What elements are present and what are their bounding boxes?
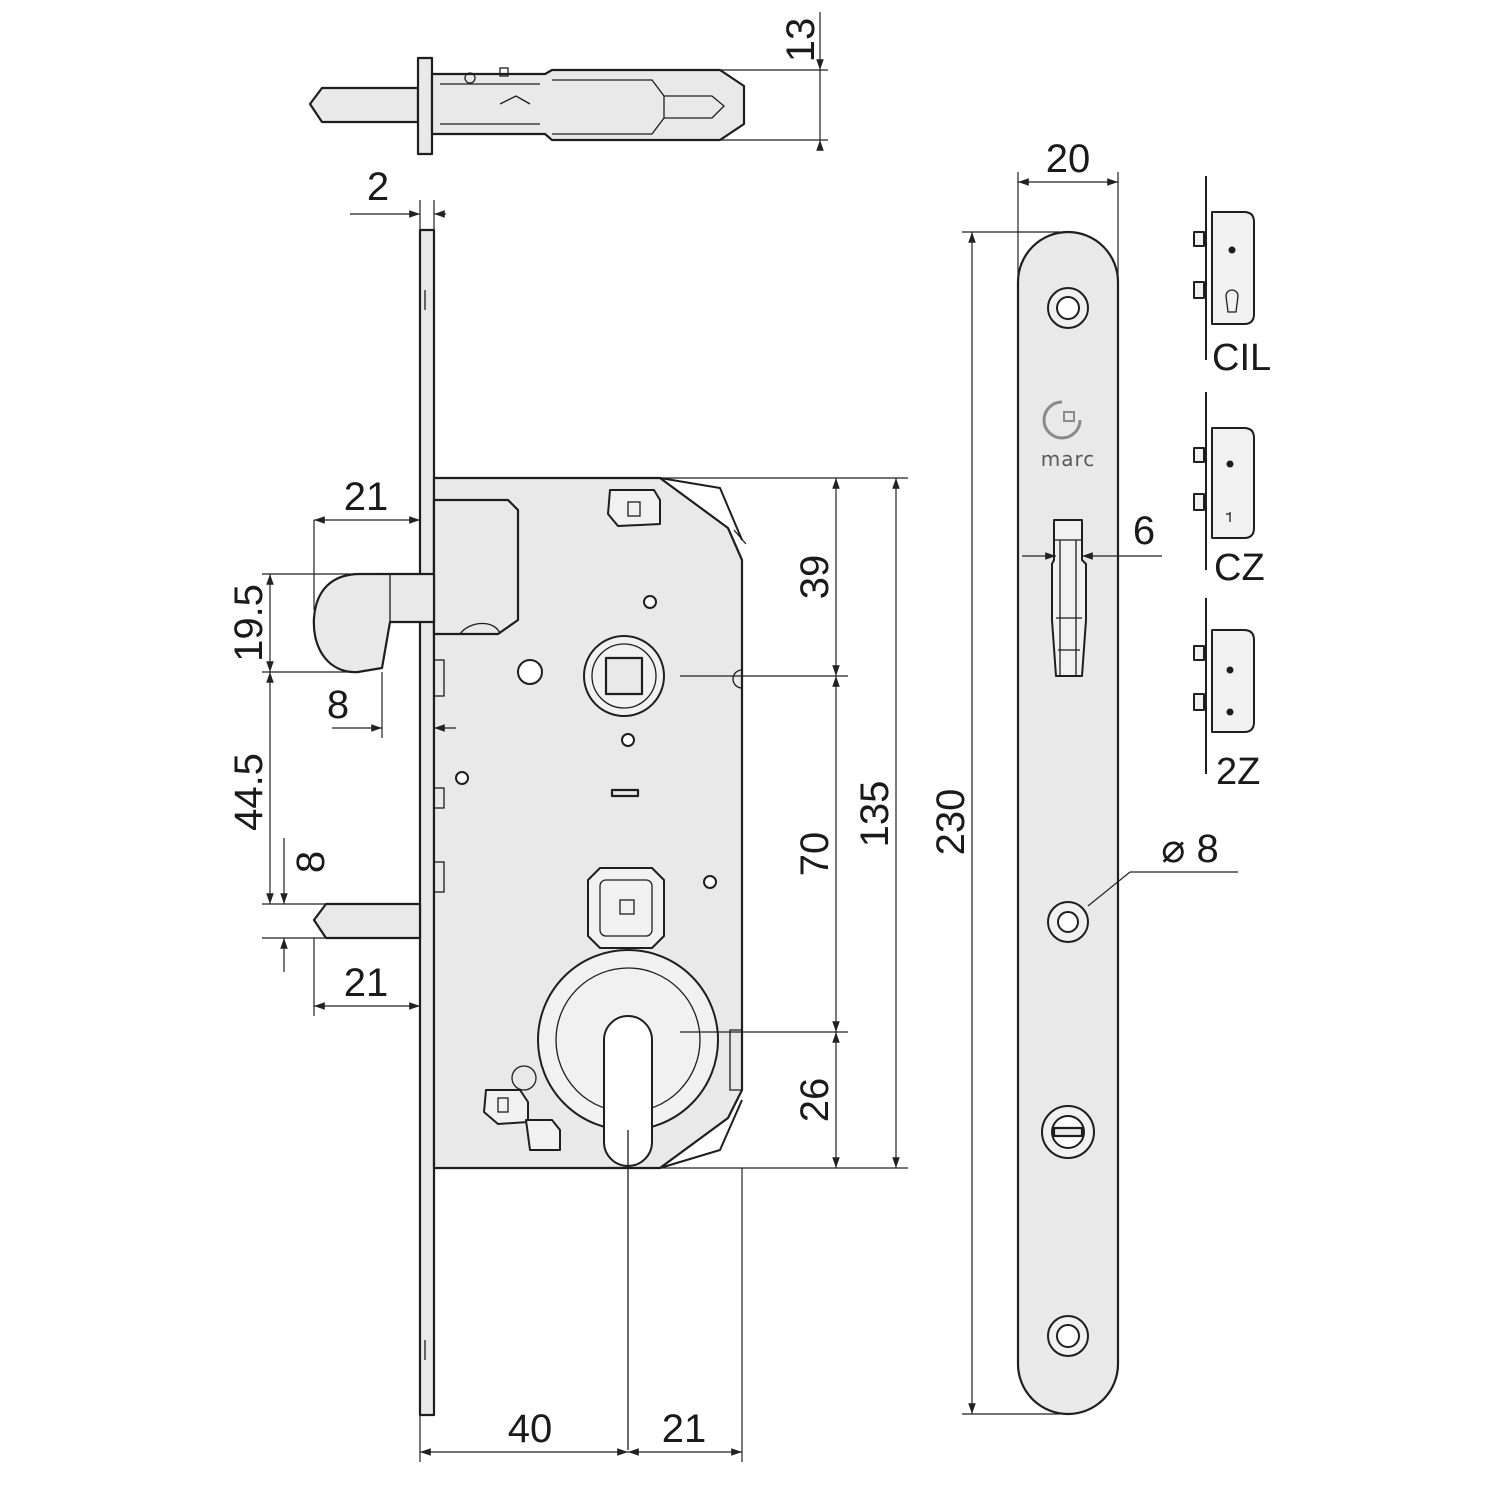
variant-2z-label: 2Z xyxy=(1216,751,1260,793)
dim-spindle-to-cylinder: 70 xyxy=(793,832,837,877)
dim-top-thickness: 13 xyxy=(779,18,823,63)
lock-side-view: 2 21 19.5 8 44.5 8 21 39 xyxy=(227,165,908,1462)
dim-screw-hole: ⌀ 8 xyxy=(1161,827,1218,871)
variant-cil-label: CIL xyxy=(1212,337,1271,379)
dim-top-to-spindle: 39 xyxy=(793,555,837,600)
dim-strike-slot: 6 xyxy=(1133,509,1155,553)
dim-backset: 40 xyxy=(508,1407,553,1451)
dim-latch-projection: 21 xyxy=(344,475,389,519)
lock-top-view: 13 xyxy=(308,12,828,156)
dim-latch-to-bolt: 44.5 xyxy=(227,753,271,831)
dim-case-depth-rest: 21 xyxy=(662,1407,707,1451)
logo-text: marc xyxy=(1041,447,1096,471)
dim-faceplate-thickness: 2 xyxy=(367,165,389,209)
variant-cz: CZ xyxy=(1193,392,1265,589)
dim-latch-offset: 8 xyxy=(327,683,349,727)
variant-2z: 2Z xyxy=(1193,598,1260,793)
dim-faceplate-length: 230 xyxy=(929,789,973,856)
dim-case-height: 135 xyxy=(853,781,897,848)
dim-bolt-projection: 21 xyxy=(344,961,389,1005)
dim-cylinder-to-bottom: 26 xyxy=(793,1078,837,1123)
dim-latch-height: 19.5 xyxy=(227,584,271,662)
faceplate-front-view: marc 6 ⌀ 8 20 230 xyxy=(929,137,1238,1416)
dim-faceplate-width: 20 xyxy=(1046,137,1091,181)
variant-cil: CIL xyxy=(1193,176,1271,379)
marc-logo: marc xyxy=(1041,400,1096,471)
variant-cz-label: CZ xyxy=(1214,547,1265,589)
dim-bolt-height: 8 xyxy=(289,851,333,873)
